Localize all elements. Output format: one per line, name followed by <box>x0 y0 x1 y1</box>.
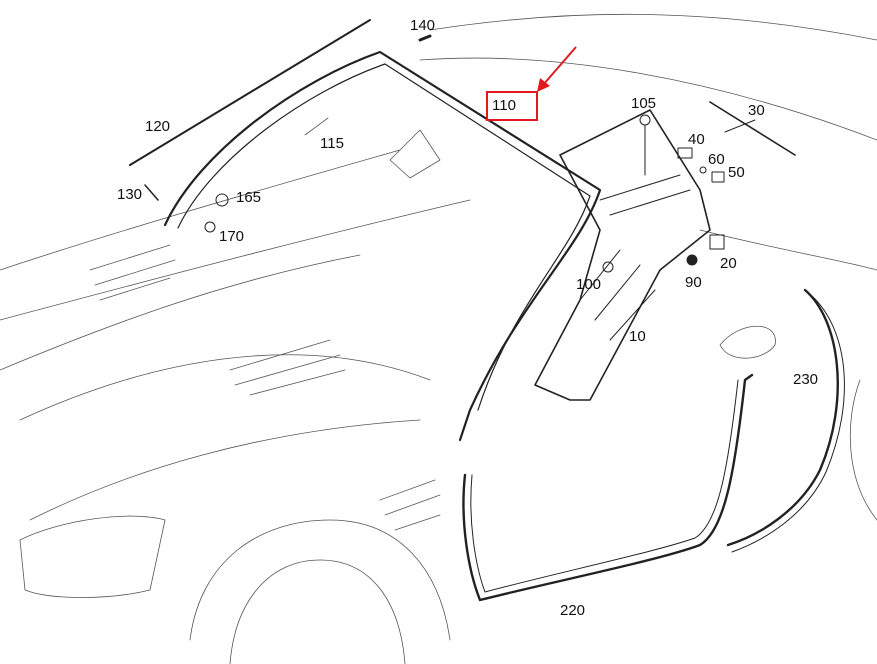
callout-115[interactable]: 115 <box>320 135 344 152</box>
callout-10[interactable]: 10 <box>629 328 646 345</box>
callout-130[interactable]: 130 <box>117 186 143 203</box>
callout-140[interactable]: 140 <box>410 17 436 34</box>
callout-165[interactable]: 165 <box>236 189 262 206</box>
callout-100[interactable]: 100 <box>576 276 602 293</box>
callout-20[interactable]: 20 <box>720 255 737 272</box>
callout-60[interactable]: 60 <box>708 151 725 168</box>
callout-170[interactable]: 170 <box>219 228 245 245</box>
highlight-box-110 <box>486 91 538 121</box>
callout-50[interactable]: 50 <box>728 164 745 181</box>
callout-230[interactable]: 230 <box>793 371 819 388</box>
callout-40[interactable]: 40 <box>688 131 705 148</box>
callout-90[interactable]: 90 <box>685 274 702 291</box>
callout-220[interactable]: 220 <box>560 602 586 619</box>
callout-110[interactable]: 110 <box>492 97 516 114</box>
callout-105[interactable]: 105 <box>631 95 657 112</box>
callout-30[interactable]: 30 <box>748 102 765 119</box>
callout-120[interactable]: 120 <box>145 118 171 135</box>
